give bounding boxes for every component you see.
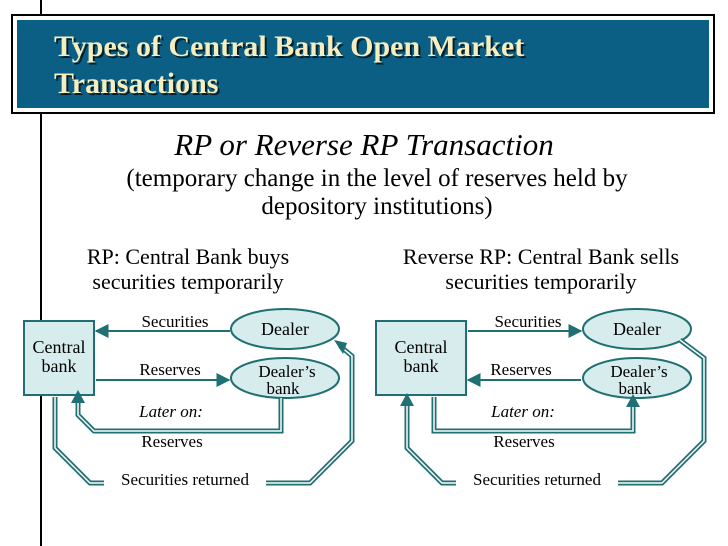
reverse-rp-securities-returned-label-bg <box>456 467 618 489</box>
reverse-rp-securities-returned-arrowhead <box>400 393 414 406</box>
rp-central-bank-label-2: bank <box>42 356 77 376</box>
reverse-rp-reserves-later-label: Reserves <box>493 432 554 451</box>
rp-dealer-label: Dealer <box>261 319 309 339</box>
reverse-rp-heading-line-2: securities temporarily <box>445 269 637 294</box>
rp-panel-heading: RP: Central Bank buys securities tempora… <box>38 244 338 294</box>
reverse-rp-dealer-node <box>582 308 692 350</box>
reverse-rp-dealers-bank-label-1: Dealer’s <box>610 362 667 381</box>
rp-reserves-label: Reserves <box>139 360 200 379</box>
rp-dealers-bank-label-1: Dealer’s <box>258 362 315 381</box>
reverse-rp-securities-returned-label: Securities returned <box>473 470 601 489</box>
description-line-2: depository institutions) <box>261 193 493 220</box>
rp-reserves-return-arrowhead <box>71 390 85 403</box>
reverse-rp-central-bank-label-2: bank <box>404 356 439 376</box>
reverse-rp-dealer-label: Dealer <box>613 319 661 339</box>
reverse-rp-reserves-return-arrow-inner <box>433 397 634 432</box>
rp-central-bank-label-1: Central <box>33 337 86 357</box>
rp-securities-returned-label: Securities returned <box>121 470 249 489</box>
reverse-rp-panel-heading: Reverse RP: Central Bank sells securitie… <box>378 244 704 294</box>
rp-securities-returned-arrow-inner <box>54 345 353 484</box>
slide-title-line-1: Types of Central Bank Open Market <box>54 30 525 63</box>
reverse-rp-diagram: Central bank Dealer Dealer’s bank Securi… <box>375 308 707 489</box>
reverse-rp-dealers-bank-node <box>582 357 692 399</box>
rp-dealers-bank-label-2: bank <box>266 379 300 398</box>
reverse-rp-central-bank-node <box>375 320 467 396</box>
slide-title-line-2: Transactions <box>54 67 219 100</box>
rp-reserves-later-label: Reserves <box>141 432 202 451</box>
reverse-rp-securities-label: Securities <box>494 312 561 331</box>
rp-securities-label: Securities <box>141 312 208 331</box>
rp-diagram: Central bank Dealer Dealer’s bank Securi… <box>23 308 355 489</box>
rp-central-bank-node <box>23 320 95 396</box>
reverse-rp-securities-returned-arrow-inner <box>406 339 705 484</box>
title-bar <box>17 20 709 108</box>
rp-securities-returned-arrowhead <box>334 340 347 354</box>
reverse-rp-central-bank-label-1: Central <box>395 337 448 357</box>
reverse-rp-dealers-bank-label-2: bank <box>618 379 652 398</box>
description-line-1: (temporary change in the level of reserv… <box>126 165 628 192</box>
reverse-rp-reserves-label: Reserves <box>490 360 551 379</box>
left-margin-rule <box>40 0 42 546</box>
rp-securities-returned-label-bg <box>104 467 266 489</box>
rp-heading-line-2: securities temporarily <box>92 269 284 294</box>
rp-later-on-label: Later on: <box>138 402 203 421</box>
rp-reserves-return-arrow-inner <box>77 398 282 432</box>
slide-subtitle: RP or Reverse RP Transaction <box>174 127 554 162</box>
rp-dealers-bank-node <box>230 357 340 399</box>
rp-heading-line-1: RP: Central Bank buys <box>86 244 290 269</box>
slide-description: (temporary change in the level of reserv… <box>30 165 724 221</box>
slide-title: Types of Central Bank Open Market Transa… <box>54 28 694 102</box>
reverse-rp-reserves-return-arrowhead <box>626 394 640 407</box>
rp-dealer-node <box>230 308 340 350</box>
reverse-rp-later-on-label: Later on: <box>490 402 555 421</box>
reverse-rp-heading-line-1: Reverse RP: Central Bank sells <box>402 244 680 269</box>
